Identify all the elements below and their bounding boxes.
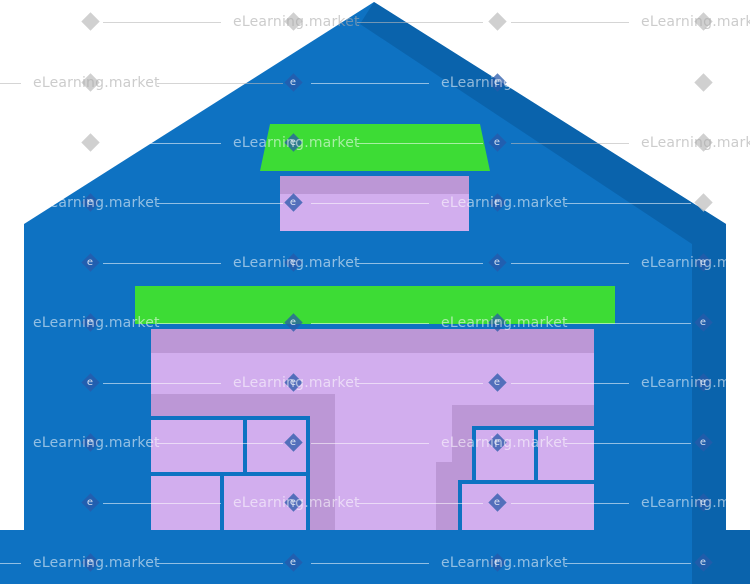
main-wall-top-shade: [151, 329, 594, 353]
dormer-wall-shade: [280, 176, 469, 194]
left-window-shade: [151, 394, 335, 530]
main-awning: [135, 286, 615, 324]
right-window: [458, 426, 594, 530]
dormer-roof: [260, 124, 490, 171]
house-foundation: [0, 530, 750, 584]
left-window: [151, 416, 310, 530]
house-foundation-shadow: [692, 530, 750, 584]
right-window-shade: [436, 405, 594, 530]
